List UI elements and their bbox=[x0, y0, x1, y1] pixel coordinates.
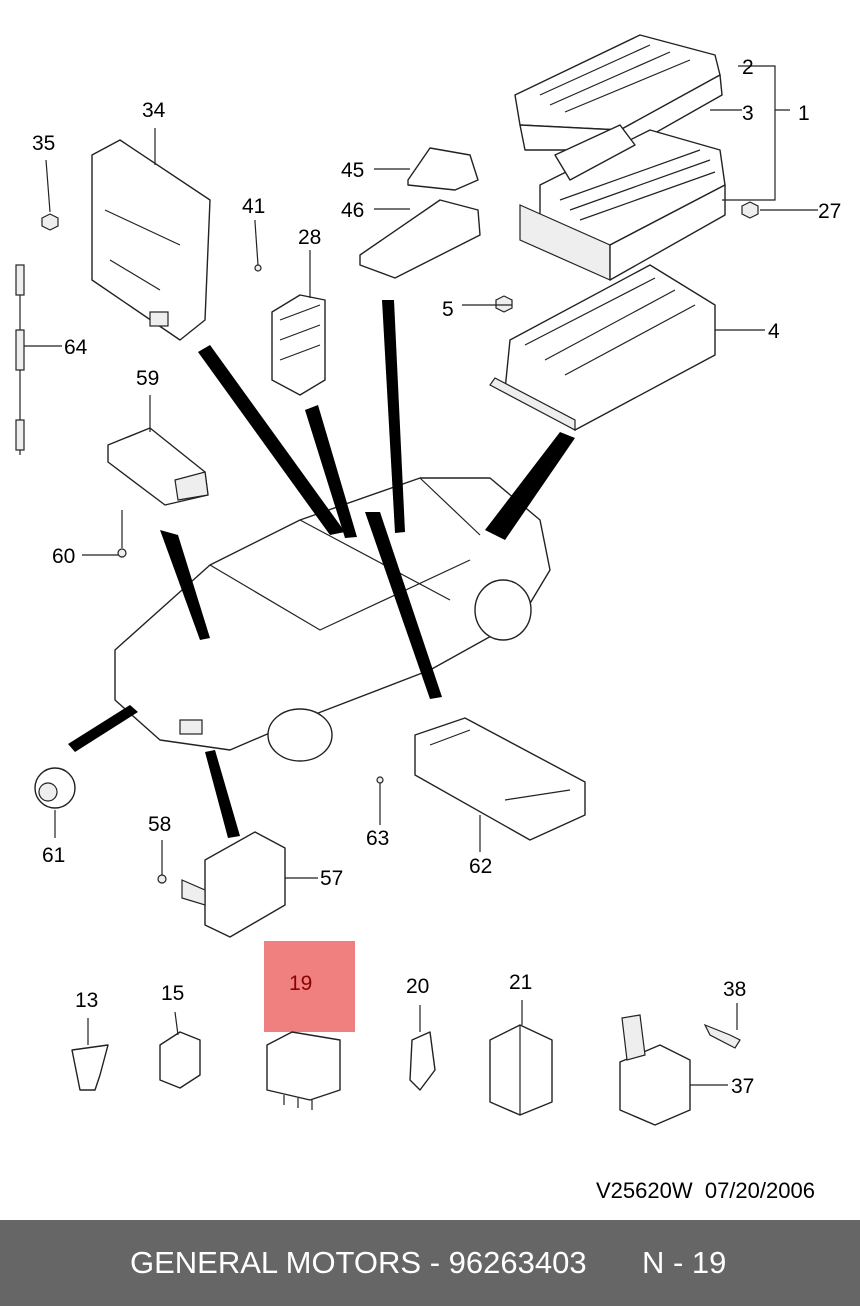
callout-15: 15 bbox=[161, 982, 184, 1005]
screw-63-icon bbox=[376, 776, 384, 815]
car-illustration bbox=[114, 477, 551, 762]
callout-34: 34 bbox=[142, 99, 166, 122]
callout-20: 20 bbox=[406, 975, 429, 998]
callout-19: 19 bbox=[289, 972, 312, 995]
callout-3: 3 bbox=[742, 102, 754, 125]
screw-60-icon bbox=[117, 510, 127, 558]
callout-45: 45 bbox=[341, 159, 364, 182]
callout-27: 27 bbox=[818, 200, 841, 223]
callout-62: 62 bbox=[469, 855, 492, 878]
module-34 bbox=[91, 139, 211, 341]
module-62 bbox=[414, 717, 586, 841]
callout-57: 57 bbox=[320, 867, 343, 890]
callout-5: 5 bbox=[442, 298, 454, 321]
callout-64: 64 bbox=[64, 336, 88, 359]
module-57 bbox=[181, 831, 286, 938]
antenna-64 bbox=[15, 264, 25, 455]
parts-diagram: 2 3 1 27 5 4 34 35 64 41 28 45 46 59 60 … bbox=[15, 34, 841, 1126]
callout-46: 46 bbox=[341, 199, 364, 222]
nut-35-icon bbox=[41, 213, 59, 231]
fusebox-cover bbox=[514, 34, 723, 151]
part-46 bbox=[359, 199, 481, 279]
callout-60: 60 bbox=[52, 545, 75, 568]
callout-63: 63 bbox=[366, 827, 389, 850]
highlight-box-19 bbox=[264, 941, 355, 1032]
callout-61: 61 bbox=[42, 844, 65, 867]
leader-lines bbox=[24, 65, 818, 1086]
callout-59: 59 bbox=[136, 367, 159, 390]
callout-37: 37 bbox=[731, 1075, 754, 1098]
fusebox-tray bbox=[489, 264, 716, 431]
part-45 bbox=[407, 147, 479, 191]
drawing-code: V25620W 07/20/2006 bbox=[596, 1178, 815, 1203]
fuse-13 bbox=[71, 1044, 109, 1091]
callout-1: 1 bbox=[798, 102, 810, 125]
callout-21: 21 bbox=[509, 971, 532, 994]
callout-38: 38 bbox=[723, 978, 746, 1001]
footer-part-number: GENERAL MOTORS - 96263403 bbox=[130, 1245, 587, 1280]
fusebox-main bbox=[519, 124, 726, 281]
diode-20 bbox=[409, 1031, 436, 1091]
screw-38-icon bbox=[703, 1023, 741, 1049]
callout-58: 58 bbox=[148, 813, 171, 836]
callout-4: 4 bbox=[768, 320, 780, 343]
switch-61 bbox=[34, 767, 76, 809]
footer-reference: N - 19 bbox=[642, 1245, 727, 1280]
callout-35: 35 bbox=[32, 132, 55, 155]
relay-21 bbox=[489, 1024, 553, 1116]
nut-58-icon bbox=[157, 874, 167, 884]
callout-2: 2 bbox=[742, 56, 754, 79]
relay-37 bbox=[619, 1014, 691, 1126]
locator-wedges bbox=[68, 300, 575, 838]
connector-28 bbox=[271, 294, 326, 396]
sensor-59 bbox=[107, 427, 209, 506]
callout-28: 28 bbox=[298, 226, 321, 249]
screw-41-icon bbox=[254, 221, 262, 272]
callout-13: 13 bbox=[75, 989, 98, 1012]
nut-5-icon bbox=[495, 295, 513, 313]
callout-41: 41 bbox=[242, 195, 265, 218]
footer-bar: GENERAL MOTORS - 96263403 N - 19 bbox=[0, 1220, 860, 1306]
fuse-15 bbox=[159, 1031, 201, 1089]
nut-27-icon bbox=[741, 201, 759, 219]
relay-19 bbox=[266, 1031, 341, 1110]
